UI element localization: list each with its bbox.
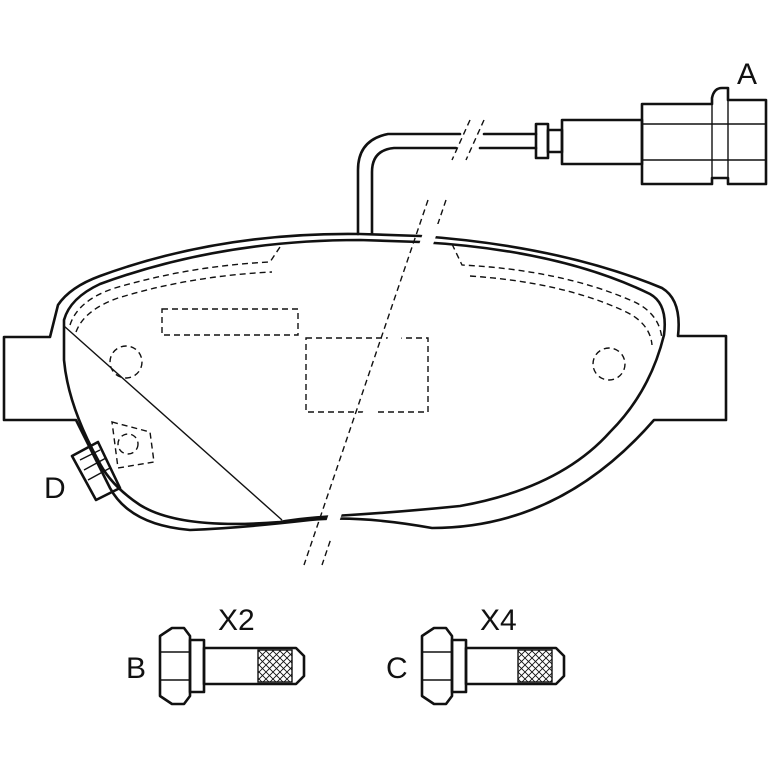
wear-indicator-clip-inner [79,449,111,481]
wire-break-b [465,119,485,161]
wire-break-a [451,119,471,161]
label-b: B [126,652,146,685]
label-c: C [386,652,408,685]
backing-plate [2,232,728,532]
wear-contour-right [451,243,663,341]
friction-material [62,238,666,526]
connector-neck [546,128,564,154]
connector-collar [534,122,550,160]
label-d: D [44,472,66,505]
sensor-wire-end [478,132,538,150]
bolt-c [420,626,566,706]
sensor-wire [356,132,462,236]
pin-hole-right [592,347,626,381]
label-x4: X4 [480,604,517,637]
label-a: A [737,58,757,91]
wear-contour-right-2 [469,275,653,346]
pin-hole-left [109,345,143,379]
marking-rect-top [161,308,299,336]
wear-indicator-clip [70,440,122,502]
break-gap [320,224,440,540]
label-x2: X2 [218,604,255,637]
wear-contour-left [69,243,283,326]
sensor-seat [111,421,155,469]
sensor-wire-2 [370,146,458,236]
wear-contour-left-2 [75,271,273,333]
marking-rect-center [305,337,429,413]
bolt-b [158,626,306,706]
connector-sleeve [560,118,644,166]
connector-body [640,86,768,186]
chamfer-line [63,325,283,521]
break-line-left [303,199,429,566]
sensor-hole [117,433,139,455]
